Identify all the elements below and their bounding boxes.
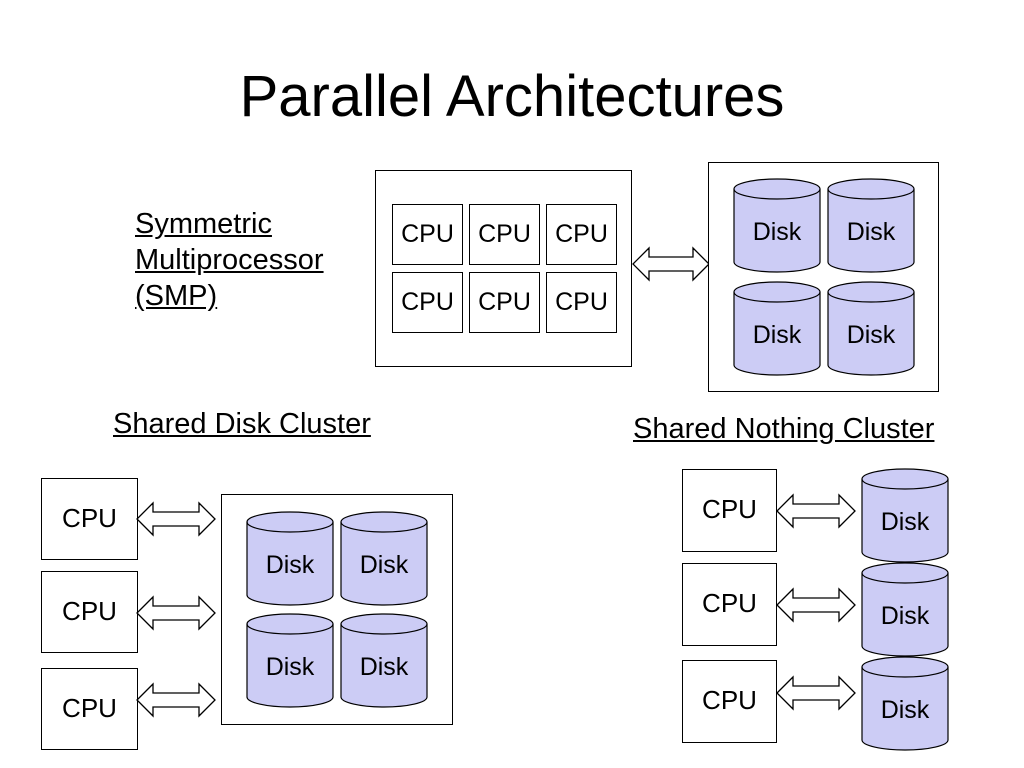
cpu-label: CPU: [401, 288, 454, 316]
cpu-label: CPU: [702, 588, 757, 618]
smp-disk-2: Disk: [827, 178, 915, 274]
disk-cylinder-icon: [733, 178, 821, 273]
smp-cpu-1: CPU: [392, 204, 463, 265]
smp-disk-1: Disk: [733, 178, 821, 274]
disk-label: Disk: [846, 321, 896, 349]
shared-disk-cpu-2: CPU: [41, 571, 138, 653]
disk-label: Disk: [880, 696, 930, 724]
shared-nothing-double-arrow-icon: [776, 493, 856, 529]
disk-cylinder-icon: [827, 178, 915, 273]
smp-label-line-3: (SMP): [135, 280, 218, 312]
cpu-label: CPU: [702, 494, 757, 524]
disk-label: Disk: [359, 551, 409, 579]
smp-disk-3: Disk: [733, 281, 821, 377]
smp-cpu-2: CPU: [469, 204, 540, 265]
smp-label: Symmetric Multiprocessor (SMP): [135, 206, 324, 314]
disk-label: Disk: [265, 551, 315, 579]
disk-label: Disk: [880, 508, 930, 536]
cpu-label: CPU: [478, 220, 531, 248]
smp-label-line-2: Multiprocessor: [135, 244, 324, 276]
disk-cylinder-icon: [861, 656, 949, 751]
shared-nothing-double-arrow-icon: [776, 587, 856, 623]
smp-cpu-3: CPU: [546, 204, 617, 265]
cpu-label: CPU: [555, 220, 608, 248]
smp-cpu-6: CPU: [546, 272, 617, 333]
disk-label: Disk: [359, 653, 409, 681]
shared-disk-2: Disk: [340, 511, 428, 607]
shared-nothing-disk-1: Disk: [861, 468, 949, 564]
smp-disk-4: Disk: [827, 281, 915, 377]
smp-cpu-group: CPU CPU CPU CPU CPU CPU: [375, 170, 632, 367]
shared-nothing-double-arrow-icon: [776, 675, 856, 711]
shared-nothing-disk-3: Disk: [861, 656, 949, 752]
shared-disk-cpu-3: CPU: [41, 668, 138, 750]
cpu-label: CPU: [401, 220, 454, 248]
shared-nothing-cpu-3: CPU: [682, 660, 777, 743]
page-title: Parallel Architectures: [239, 64, 785, 129]
shared-nothing-label: Shared Nothing Cluster: [633, 413, 935, 445]
disk-label: Disk: [880, 602, 930, 630]
cpu-label: CPU: [478, 288, 531, 316]
cpu-label: CPU: [62, 503, 117, 533]
disk-cylinder-icon: [861, 562, 949, 657]
shared-nothing-cpu-1: CPU: [682, 469, 777, 552]
smp-label-line-1: Symmetric: [135, 208, 272, 240]
smp-cpu-5: CPU: [469, 272, 540, 333]
disk-label: Disk: [752, 321, 802, 349]
cpu-label: CPU: [62, 596, 117, 626]
shared-disk-double-arrow-icon: [136, 595, 216, 631]
disk-cylinder-icon: [246, 511, 334, 606]
disk-cylinder-icon: [340, 511, 428, 606]
shared-disk-1: Disk: [246, 511, 334, 607]
disk-label: Disk: [265, 653, 315, 681]
shared-nothing-disk-2: Disk: [861, 562, 949, 658]
cpu-label: CPU: [702, 685, 757, 715]
disk-label: Disk: [846, 218, 896, 246]
shared-nothing-cpu-2: CPU: [682, 563, 777, 646]
shared-disk-cpu-1: CPU: [41, 478, 138, 560]
disk-cylinder-icon: [733, 281, 821, 376]
disk-cylinder-icon: [340, 613, 428, 708]
shared-disk-double-arrow-icon: [136, 501, 216, 537]
shared-disk-double-arrow-icon: [136, 682, 216, 718]
cpu-label: CPU: [62, 693, 117, 723]
shared-disk-label: Shared Disk Cluster: [113, 408, 371, 440]
shared-disk-3: Disk: [246, 613, 334, 709]
disk-label: Disk: [752, 218, 802, 246]
shared-disk-4: Disk: [340, 613, 428, 709]
smp-cpu-4: CPU: [392, 272, 463, 333]
disk-cylinder-icon: [861, 468, 949, 563]
smp-double-arrow-icon: [632, 246, 710, 282]
disk-cylinder-icon: [827, 281, 915, 376]
disk-cylinder-icon: [246, 613, 334, 708]
cpu-label: CPU: [555, 288, 608, 316]
